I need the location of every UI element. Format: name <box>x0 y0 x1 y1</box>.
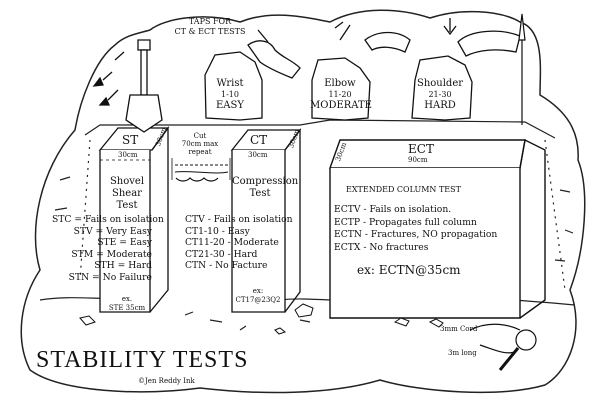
credit: ©Jen Reddy Ink <box>138 377 195 385</box>
ect-column <box>329 138 546 319</box>
st-rating: STH = Hard <box>94 260 152 272</box>
wrist-tap-icon <box>204 29 301 121</box>
shovel-icon <box>92 39 163 133</box>
saw-cut <box>171 158 231 180</box>
ect-rating: ECTN - Fractures, NO propagation <box>334 229 498 240</box>
st-width: 30cm <box>118 151 138 159</box>
ct-example: ex:CT17@23Q2 <box>235 287 281 304</box>
ct-rating: CTV - Fails on isolation <box>185 214 293 225</box>
ect-example: ex: ECTN@35cm <box>357 263 461 277</box>
ect-width: 90cm <box>408 156 428 164</box>
ct-rating: CT21-30 - Hard <box>185 248 258 260</box>
st-ratings: STC = Fails on isolation STV = Very Easy… <box>52 214 164 284</box>
elbow-tap-icon <box>311 21 411 121</box>
ct-rating: CT11-20 - Moderate <box>185 237 279 249</box>
st-rating: STM = Moderate <box>71 248 152 260</box>
ect-rating: ECTX - No fractures <box>334 241 429 253</box>
snow-saw-icon <box>175 177 219 182</box>
cord-span-label: 3m long <box>448 349 477 357</box>
st-rating: STC = Fails on isolation <box>52 214 164 225</box>
st-rating: STE = Easy <box>97 237 152 249</box>
ect-label: ECT <box>408 142 434 156</box>
st-column <box>98 126 170 313</box>
probe-icon <box>518 13 526 125</box>
st-rating: STV = Very Easy <box>73 225 152 237</box>
ct-width: 30cm <box>248 151 268 159</box>
ect-rating: ECTP - Propagates full column <box>334 216 477 228</box>
ct-rating: CT1-10 - Easy <box>185 225 250 237</box>
cord-icon <box>469 323 537 371</box>
ct-column <box>230 128 302 313</box>
cord-length-label: 3mm Cord <box>440 325 478 333</box>
ect-rating: ECTV - Fails on isolation. <box>334 204 452 215</box>
ect-ratings: ECTV - Fails on isolation. ECTP - Propag… <box>334 204 497 254</box>
ct-ratings: CTV - Fails on isolation CT1-10 - Easy C… <box>185 214 303 272</box>
st-example: ex.STE 35cm <box>108 295 146 312</box>
ct-rating: CTN - No Facture <box>185 260 268 272</box>
st-label: ST <box>122 133 139 147</box>
page-title: STABILITY TESTS <box>36 347 249 373</box>
ct-label: CT <box>250 133 268 147</box>
snow-debris <box>79 303 444 335</box>
ect-title: EXTENDED COLUMN TEST <box>346 185 461 194</box>
shoulder-tap-icon <box>411 18 521 121</box>
st-rating: STN = No Failure <box>68 271 152 283</box>
